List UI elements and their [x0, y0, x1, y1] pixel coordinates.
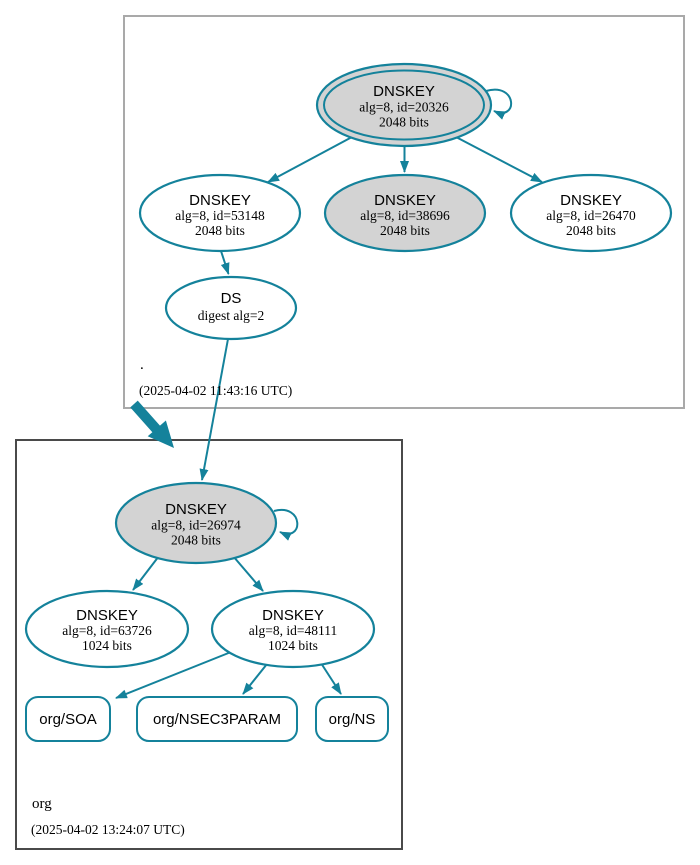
rrset-label: org/SOA	[39, 711, 97, 728]
node-title: DNSKEY	[189, 192, 251, 209]
edge-orgksk-to-63726	[132, 555, 160, 591]
node-title: DNSKEY	[560, 192, 622, 209]
rrset-label: org/NS	[329, 711, 376, 728]
node-bits: 2048 bits	[566, 223, 616, 238]
node-title: DNSKEY	[373, 83, 435, 100]
rrset-label: org/NSEC3PARAM	[153, 711, 281, 728]
node-dnskey-20326[interactable]: DNSKEY alg=8, id=20326 2048 bits	[315, 62, 493, 148]
zone-label-root: .	[140, 357, 144, 373]
node-bits: 2048 bits	[171, 533, 221, 548]
node-detail: alg=8, id=38696	[360, 208, 450, 223]
delegation-arrow-root-to-org	[130, 400, 174, 448]
edge-orgksk-to-48111	[232, 555, 264, 592]
edge-rootksk-selfloop	[485, 88, 512, 120]
node-bits: 2048 bits	[379, 115, 429, 130]
edge-48111-to-ns	[318, 659, 342, 695]
node-ds[interactable]: DS digest alg=2	[164, 275, 298, 341]
node-detail: alg=8, id=53148	[175, 208, 265, 223]
edge-48111-to-soa	[115, 651, 232, 699]
node-dnskey-38696[interactable]: DNSKEY alg=8, id=38696 2048 bits	[323, 173, 487, 253]
edge-rootksk-to-26470	[455, 136, 543, 183]
node-rrset-org-ns[interactable]: org/NS	[315, 696, 389, 742]
node-title: DNSKEY	[374, 192, 436, 209]
node-dnskey-26974[interactable]: DNSKEY alg=8, id=26974 2048 bits	[114, 481, 278, 565]
node-detail: alg=8, id=26470	[546, 208, 636, 223]
node-dnskey-53148[interactable]: DNSKEY alg=8, id=53148 2048 bits	[138, 173, 302, 253]
node-detail: alg=8, id=26974	[151, 518, 241, 533]
node-title: DNSKEY	[262, 607, 324, 624]
node-dnskey-26470[interactable]: DNSKEY alg=8, id=26470 2048 bits	[509, 173, 673, 253]
node-detail: digest alg=2	[198, 308, 264, 323]
node-detail: alg=8, id=20326	[359, 100, 449, 115]
node-bits: 1024 bits	[268, 638, 318, 653]
node-dnskey-63726[interactable]: DNSKEY alg=8, id=63726 1024 bits	[24, 589, 190, 669]
edge-ds-to-orgksk	[199, 338, 229, 481]
node-title: DS	[221, 290, 242, 307]
node-bits: 2048 bits	[195, 223, 245, 238]
zone-timestamp-org: (2025-04-02 13:24:07 UTC)	[31, 822, 185, 837]
node-rrset-org-nsec3param[interactable]: org/NSEC3PARAM	[136, 696, 298, 742]
zone-box-root	[123, 15, 685, 409]
node-detail: alg=8, id=63726	[62, 623, 152, 638]
node-title: DNSKEY	[165, 501, 227, 518]
node-bits: 1024 bits	[82, 638, 132, 653]
edge-rootksk-to-53148	[267, 136, 353, 183]
zone-timestamp-root: (2025-04-02 11:43:16 UTC)	[139, 383, 292, 398]
node-rrset-org-soa[interactable]: org/SOA	[25, 696, 111, 742]
node-bits: 2048 bits	[380, 223, 430, 238]
node-detail: alg=8, id=48111	[249, 623, 337, 638]
edge-orgksk-selfloop	[273, 508, 299, 541]
edge-53148-to-ds	[220, 250, 230, 275]
zone-label-org: org	[32, 796, 52, 812]
node-dnskey-48111[interactable]: DNSKEY alg=8, id=48111 1024 bits	[210, 589, 376, 669]
node-title: DNSKEY	[76, 607, 138, 624]
edge-48111-to-nsec3param	[242, 663, 268, 695]
